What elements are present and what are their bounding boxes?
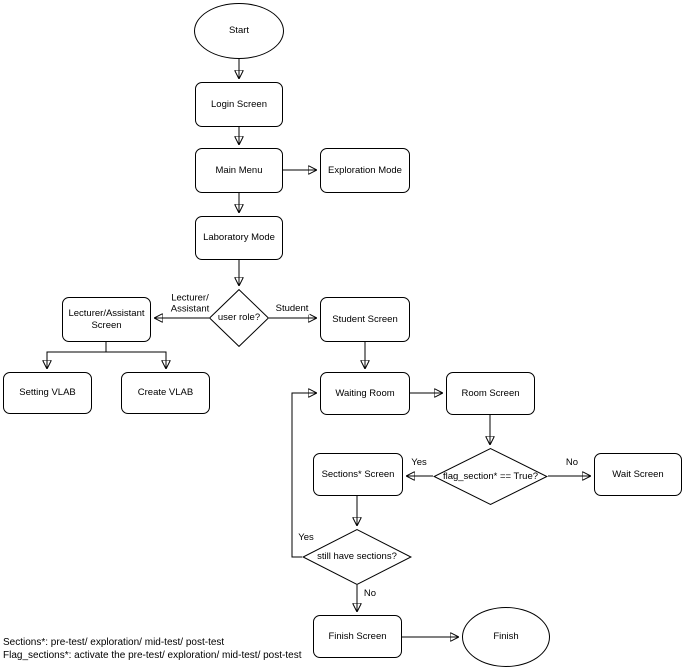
diamond-shape	[302, 529, 412, 585]
node-setting-vlab: Setting VLAB	[3, 372, 92, 414]
edge-label-lecturer-assistant: Lecturer/ Assistant	[169, 292, 211, 315]
node-start-label: Start	[228, 25, 250, 37]
node-finish-screen-label: Finish Screen	[328, 630, 387, 642]
node-lecturer-assistant-screen: Lecturer/Assistant Screen	[62, 297, 151, 342]
edge-label-flag-yes: Yes	[410, 456, 428, 469]
footnotes: Sections*: pre-test/ exploration/ mid-te…	[3, 637, 301, 662]
node-start: Start	[194, 3, 284, 59]
node-laboratory-mode-label: Laboratory Mode	[203, 232, 275, 244]
node-login-screen: Login Screen	[195, 82, 283, 127]
node-create-vlab: Create VLAB	[121, 372, 210, 414]
node-main-menu: Main Menu	[195, 148, 283, 193]
node-still-sections-decision: still have sections?	[302, 529, 412, 585]
node-user-role-decision: user role?	[209, 289, 269, 347]
diamond-shape	[433, 448, 548, 505]
footnote-flag-sections: Flag_sections*: activate the pre-test/ e…	[3, 649, 302, 661]
node-finish: Finish	[462, 607, 550, 667]
node-sections-screen: Sections* Screen	[313, 453, 403, 496]
node-finish-label: Finish	[493, 631, 519, 643]
node-room-screen-label: Room Screen	[461, 387, 520, 399]
node-wait-screen: Wait Screen	[594, 453, 682, 496]
edge-label-student: Student	[274, 302, 310, 315]
footnote-sections: Sections*: pre-test/ exploration/ mid-te…	[3, 637, 225, 648]
edge-label-flag-no: No	[564, 456, 580, 469]
edge-label-loop-yes: Yes	[297, 531, 315, 544]
node-login-screen-label: Login Screen	[211, 98, 267, 110]
node-sections-screen-label: Sections* Screen	[321, 468, 395, 480]
node-setting-vlab-label: Setting VLAB	[19, 387, 76, 399]
node-create-vlab-label: Create VLAB	[137, 387, 194, 399]
node-waiting-room-label: Waiting Room	[335, 387, 395, 399]
diamond-shape	[209, 289, 269, 347]
edge-still-waitingroom-loop	[291, 393, 316, 558]
node-lecturer-assistant-screen-label: Lecturer/Assistant Screen	[68, 308, 145, 331]
node-flag-section-decision: flag_section* == True?	[433, 448, 548, 505]
node-exploration-mode-label: Exploration Mode	[328, 164, 402, 176]
node-waiting-room: Waiting Room	[320, 372, 410, 415]
node-main-menu-label: Main Menu	[215, 164, 263, 176]
node-flag-section-label: flag_section* == True?	[442, 470, 539, 482]
node-still-sections-label: still have sections?	[317, 551, 397, 563]
node-laboratory-mode: Laboratory Mode	[195, 216, 283, 260]
edge-label-still-no: No	[362, 587, 378, 600]
edge-lecturer-settingvlab	[47, 342, 107, 368]
node-exploration-mode: Exploration Mode	[320, 148, 410, 193]
node-finish-screen: Finish Screen	[313, 615, 402, 658]
node-user-role-label: user role?	[217, 312, 261, 324]
node-student-screen: Student Screen	[320, 297, 410, 342]
node-wait-screen-label: Wait Screen	[612, 468, 664, 480]
node-student-screen-label: Student Screen	[332, 313, 398, 325]
node-room-screen: Room Screen	[446, 372, 535, 415]
edge-lecturer-createvlab	[106, 351, 166, 368]
